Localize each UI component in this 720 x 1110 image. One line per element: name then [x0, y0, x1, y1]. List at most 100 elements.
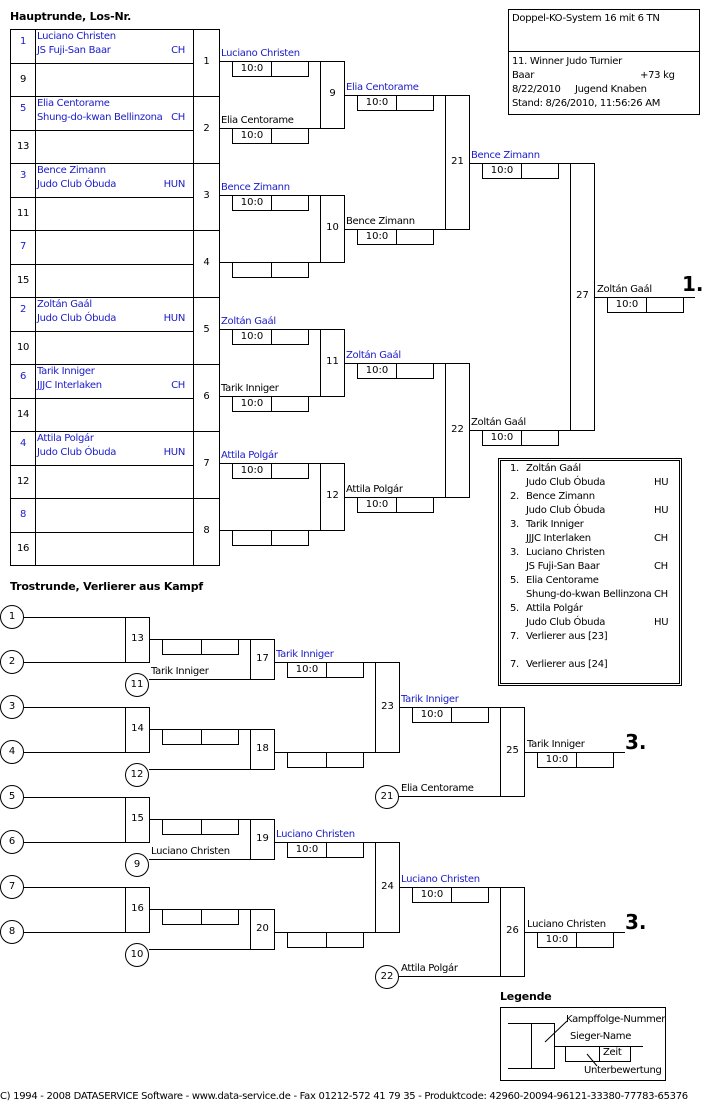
score-value — [163, 909, 202, 924]
score-box: 10:0 — [357, 363, 434, 379]
fight-number: 12 — [326, 490, 339, 501]
score-box: 10:0 — [232, 128, 309, 144]
entrant-club: Judo Club Óbuda — [37, 313, 117, 324]
entrant-row: 14 — [10, 397, 194, 432]
tournament-name: 11. Winner Judo Turnier — [512, 56, 622, 67]
score-box: 10:0 — [357, 95, 434, 111]
bracket-line — [24, 662, 126, 663]
rank-position: 2. — [510, 491, 519, 502]
fight-number: 25 — [506, 745, 519, 756]
entrant-club: Judo Club Óbuda — [37, 447, 117, 458]
loser-source-circle: 11 — [125, 673, 149, 697]
info-box: Doppel-KO-System 16 mit 6 TN 11. Winner … — [508, 9, 700, 115]
entrant-row: 12 — [10, 464, 194, 499]
score-box: 10:0 — [287, 842, 364, 858]
rank-club: Judo Club Óbuda — [526, 477, 606, 488]
column-divider — [35, 398, 36, 431]
score-value — [233, 531, 272, 545]
lot-number: 15 — [16, 274, 30, 286]
winner-name: Bence Zimann — [471, 150, 540, 161]
entrant-row: 16 — [10, 531, 194, 566]
score-box: 10:0 — [482, 163, 559, 179]
fight-number: 15 — [131, 813, 144, 824]
fight-box-cons-r1: 16 — [125, 887, 150, 933]
fight-box-r1: 6 — [193, 364, 220, 432]
score-box: 10:0 — [607, 297, 684, 313]
winner-name: Elia Centorame — [221, 115, 294, 126]
stand-timestamp: Stand: 8/26/2010, 11:56:26 AM — [512, 98, 661, 109]
fight-number: 26 — [506, 925, 519, 936]
rank-nation: CH — [654, 533, 668, 544]
fight-box-cons-r2: 20 — [250, 909, 275, 950]
score-box: 10:0 — [412, 707, 489, 723]
score-value: 10:0 — [608, 298, 647, 312]
fight-box-cons-r2: 19 — [250, 819, 275, 860]
lot-number: 1 — [19, 36, 27, 47]
entrant-club: JJJC Interlaken — [37, 380, 102, 391]
score-box: 10:0 — [232, 61, 309, 77]
winner-name: Luciano Christen — [221, 48, 300, 59]
entrant-club: JS Fuji-San Baar — [37, 45, 111, 56]
fight-box-cons-r2: 18 — [250, 729, 275, 770]
fight-box-r3: 21 — [445, 95, 470, 230]
legend-time-label: Zeit — [603, 1047, 622, 1058]
legend-winner-name-label: Sieger-Name — [570, 1031, 632, 1042]
legend-line — [508, 1068, 532, 1069]
champion-name: Zoltán Gaál — [597, 284, 652, 295]
rank-club: JS Fuji-San Baar — [526, 561, 600, 572]
winner-name: Zoltán Gaál — [471, 417, 526, 428]
winner-name: Zoltán Gaál — [346, 350, 401, 361]
rank-name: Verlierer aus [24] — [526, 659, 608, 670]
column-divider — [35, 197, 36, 230]
rank-nation: CH — [654, 589, 668, 600]
bracket-line — [149, 769, 250, 770]
sub-score-value — [202, 730, 238, 744]
lot-number: 4 — [19, 438, 27, 449]
sub-score-value — [272, 196, 308, 210]
fight-number: 9 — [329, 88, 336, 99]
first-place-label: 1. — [682, 272, 704, 296]
fight-number: 6 — [203, 391, 210, 402]
fight-box-r1: 2 — [193, 96, 220, 164]
sub-score-value — [397, 96, 433, 110]
fight-number: 11 — [326, 356, 339, 367]
column-divider — [35, 264, 36, 297]
fight-number: 10 — [326, 222, 339, 233]
winner-name: Attila Polgár — [221, 450, 278, 461]
loser-source-circle: 10 — [125, 943, 149, 967]
sub-score-value — [202, 820, 238, 834]
score-value: 10:0 — [233, 62, 272, 76]
rank-position: 1. — [510, 463, 519, 474]
score-value — [233, 263, 272, 277]
column-divider — [35, 63, 36, 96]
score-box — [162, 908, 239, 925]
lot-number: 7 — [19, 241, 27, 252]
bracket-line — [149, 859, 250, 860]
score-box: 10:0 — [537, 932, 614, 948]
score-box — [287, 932, 364, 948]
rank-name: Tarik Inniger — [526, 519, 584, 530]
legend-fight-box — [531, 1023, 555, 1069]
score-box: 10:0 — [287, 662, 364, 678]
fight-box-r2: 12 — [320, 463, 345, 531]
rank-name: Verlierer aus [23] — [526, 631, 608, 642]
sub-score-value — [452, 708, 488, 722]
column-divider — [35, 231, 36, 264]
rank-club: JJJC Interlaken — [526, 533, 591, 544]
sub-score-value — [272, 330, 308, 344]
score-value: 10:0 — [483, 164, 522, 178]
entrant-row: 15 — [10, 263, 194, 298]
bracket-line — [399, 976, 500, 977]
score-box — [162, 728, 239, 745]
footer-copyright: C) 1994 - 2008 DATASERVICE Software - ww… — [0, 1091, 688, 1102]
score-box: 10:0 — [232, 463, 309, 479]
lot-number: 3 — [19, 170, 27, 181]
winner-name: Luciano Christen — [401, 874, 480, 885]
column-divider — [35, 30, 36, 63]
score-value: 10:0 — [233, 330, 272, 344]
winner-name: Attila Polgár — [346, 484, 403, 495]
bracket-line — [149, 679, 250, 680]
